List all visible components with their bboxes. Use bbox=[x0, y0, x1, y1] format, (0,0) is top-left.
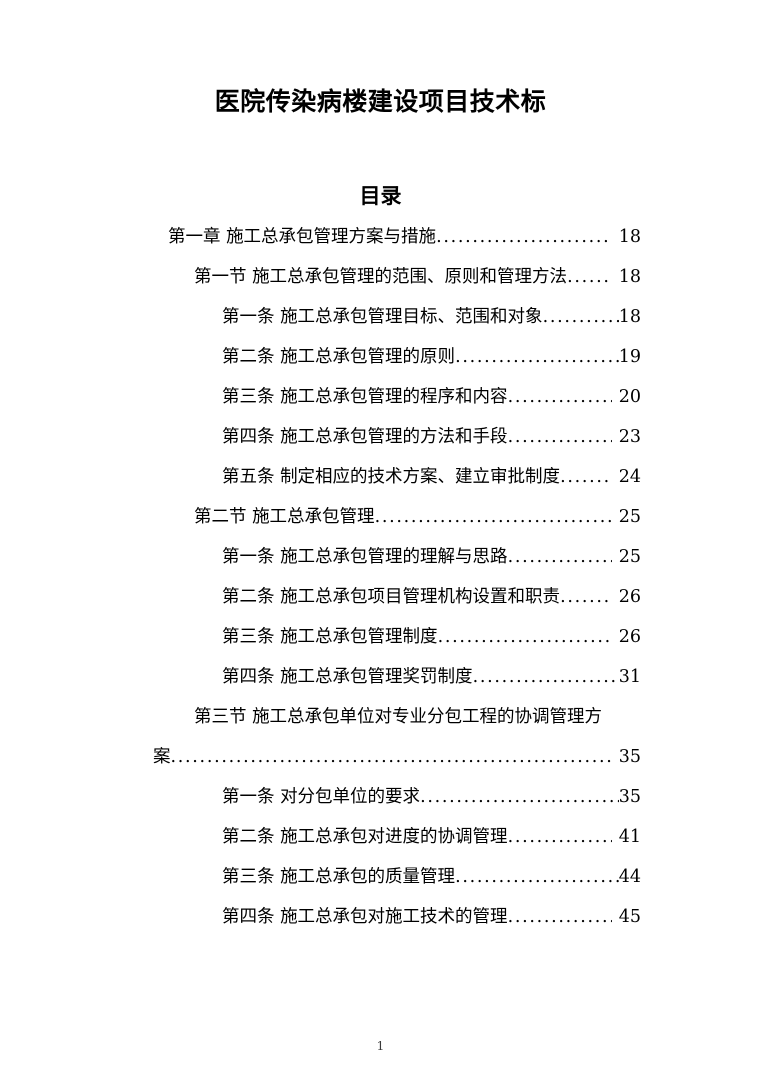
toc-entry-label: 第四条 施工总承包管理奖罚制度 bbox=[222, 667, 473, 687]
toc-dot-leader bbox=[473, 657, 619, 697]
toc-entry-label: 第二节 施工总承包管理 bbox=[194, 507, 375, 527]
toc-entry-page-number: 25 bbox=[618, 507, 641, 527]
toc-dot-leader bbox=[171, 737, 612, 777]
toc-dot-leader bbox=[567, 257, 612, 297]
toc-entry-label: 第五条 制定相应的技术方案、建立审批制度 bbox=[222, 467, 561, 487]
toc-entry-label: 第一条 施工总承包管理的理解与思路 bbox=[222, 547, 508, 567]
toc-entry[interactable]: 第一节 施工总承包管理的范围、原则和管理方法 18 bbox=[153, 257, 641, 297]
toc-entry-label: 第四条 施工总承包管理的方法和手段 bbox=[222, 427, 508, 447]
toc-entry-page-number: 35 bbox=[618, 747, 641, 767]
toc-entry[interactable]: 第二条 施工总承包项目管理机构设置和职责 26 bbox=[153, 577, 641, 617]
toc-entry-page-number: 18 bbox=[618, 307, 641, 327]
toc-dot-leader bbox=[560, 577, 612, 617]
toc-entry[interactable]: 第五条 制定相应的技术方案、建立审批制度 24 bbox=[153, 457, 641, 497]
toc-entry-label: 第一章 施工总承包管理方案与措施 bbox=[168, 227, 437, 247]
toc-dot-leader bbox=[375, 497, 612, 537]
toc-dot-leader bbox=[436, 217, 612, 257]
toc-entry-page-number: 20 bbox=[618, 387, 641, 407]
toc-entry-page-number: 26 bbox=[618, 627, 641, 647]
toc-entry-label: 第三条 施工总承包管理制度 bbox=[222, 627, 438, 647]
toc-entry-page-number: 18 bbox=[618, 227, 641, 247]
toc-dot-leader bbox=[508, 417, 612, 457]
table-of-contents: 第一章 施工总承包管理方案与措施18第一节 施工总承包管理的范围、原则和管理方法… bbox=[153, 217, 641, 937]
footer-page-number: 1 bbox=[376, 1039, 385, 1053]
toc-entry-label: 第一条 对分包单位的要求 bbox=[222, 787, 421, 807]
toc-entry[interactable]: 第一章 施工总承包管理方案与措施 18 bbox=[153, 217, 641, 257]
toc-entry[interactable]: 第一条 施工总承包管理的理解与思路 25 bbox=[153, 537, 641, 577]
toc-dot-leader bbox=[455, 337, 619, 377]
toc-entry[interactable]: 第二节 施工总承包管理 25 bbox=[153, 497, 641, 537]
toc-entry[interactable]: 第三条 施工总承包管理的程序和内容 20 bbox=[153, 377, 641, 417]
toc-entry-page-number: 45 bbox=[618, 907, 641, 927]
toc-dot-leader bbox=[508, 537, 612, 577]
toc-heading: 目录 bbox=[359, 184, 402, 208]
toc-entry-page-number: 44 bbox=[618, 867, 641, 887]
toc-entry-page-number: 23 bbox=[618, 427, 641, 447]
toc-entry-page-number: 19 bbox=[618, 347, 641, 367]
toc-entry-label: 案 bbox=[153, 747, 171, 767]
toc-entry[interactable]: 案 35 bbox=[153, 737, 641, 777]
toc-entry-label: 第三条 施工总承包的质量管理 bbox=[222, 867, 456, 887]
toc-entry-page-number: 31 bbox=[618, 667, 641, 687]
toc-dot-leader bbox=[508, 377, 612, 417]
toc-entry[interactable]: 第三节 施工总承包单位对专业分包工程的协调管理方 bbox=[153, 697, 641, 737]
toc-entry[interactable]: 第三条 施工总承包管理制度 26 bbox=[153, 617, 641, 657]
toc-entry-label: 第四条 施工总承包对施工技术的管理 bbox=[222, 907, 508, 927]
toc-entry[interactable]: 第三条 施工总承包的质量管理 44 bbox=[153, 857, 641, 897]
toc-entry[interactable]: 第二条 施工总承包管理的原则 19 bbox=[153, 337, 641, 377]
toc-dot-leader bbox=[560, 457, 612, 497]
toc-entry-page-number: 41 bbox=[618, 827, 641, 847]
toc-entry[interactable]: 第四条 施工总承包管理的方法和手段 23 bbox=[153, 417, 641, 457]
toc-entry-label: 第一条 施工总承包管理目标、范围和对象 bbox=[222, 307, 543, 327]
toc-entry-label: 第二条 施工总承包项目管理机构设置和职责 bbox=[222, 587, 561, 607]
toc-entry[interactable]: 第四条 施工总承包管理奖罚制度 31 bbox=[153, 657, 641, 697]
toc-dot-leader bbox=[543, 297, 619, 337]
toc-entry[interactable]: 第一条 对分包单位的要求 35 bbox=[153, 777, 641, 817]
toc-entry-page-number: 18 bbox=[618, 267, 641, 287]
toc-entry-label: 第三节 施工总承包单位对专业分包工程的协调管理方 bbox=[194, 707, 603, 727]
toc-entry[interactable]: 第二条 施工总承包对进度的协调管理 41 bbox=[153, 817, 641, 857]
toc-entry-label: 第二条 施工总承包对进度的协调管理 bbox=[222, 827, 508, 847]
toc-dot-leader bbox=[420, 777, 619, 817]
toc-entry[interactable]: 第一条 施工总承包管理目标、范围和对象 18 bbox=[153, 297, 641, 337]
toc-entry-label: 第三条 施工总承包管理的程序和内容 bbox=[222, 387, 508, 407]
toc-entry-page-number: 26 bbox=[618, 587, 641, 607]
toc-entry-label: 第二条 施工总承包管理的原则 bbox=[222, 347, 456, 367]
toc-dot-leader bbox=[455, 857, 619, 897]
page-title: 医院传染病楼建设项目技术标 bbox=[214, 87, 547, 116]
toc-entry-page-number: 25 bbox=[618, 547, 641, 567]
toc-dot-leader bbox=[508, 817, 612, 857]
toc-entry[interactable]: 第四条 施工总承包对施工技术的管理 45 bbox=[153, 897, 641, 937]
toc-entry-page-number: 24 bbox=[618, 467, 641, 487]
toc-dot-leader bbox=[438, 617, 612, 657]
toc-entry-label: 第一节 施工总承包管理的范围、原则和管理方法 bbox=[194, 267, 568, 287]
toc-entry-page-number: 35 bbox=[618, 787, 641, 807]
toc-dot-leader bbox=[508, 897, 612, 937]
